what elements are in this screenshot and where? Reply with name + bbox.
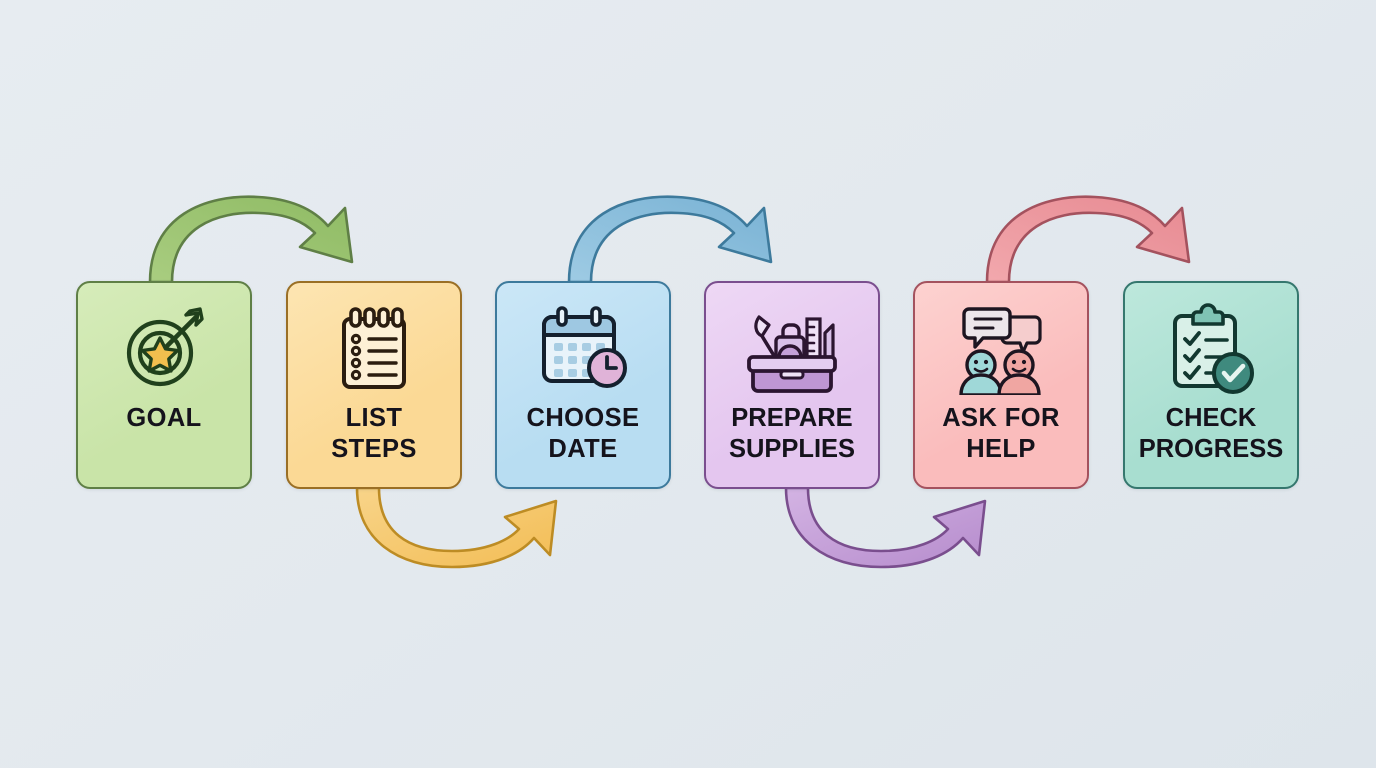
step-card-prepare-supplies[interactable]: PREPARE SUPPLIES: [704, 281, 880, 489]
step-card-goal[interactable]: GOAL: [76, 281, 252, 489]
calendar-clock-icon: [534, 301, 632, 397]
target-star-arrow-icon: [115, 301, 213, 397]
step-card-label: PREPARE SUPPLIES: [728, 404, 856, 463]
step-card-label: GOAL: [126, 404, 202, 432]
spiral-notepad-checklist-icon: [325, 301, 423, 397]
clipboard-checklist-check-icon: [1162, 301, 1260, 397]
step-card-label: CHECK PROGRESS: [1138, 404, 1284, 463]
supplies-toolbox-icon: [743, 301, 841, 397]
step-card-label: LIST STEPS: [331, 404, 417, 463]
step-card-label: CHOOSE DATE: [526, 404, 640, 463]
step-card-ask-for-help[interactable]: ASK FOR HELP: [913, 281, 1089, 489]
step-card-label: ASK FOR HELP: [942, 404, 1060, 463]
step-card-check-progress[interactable]: CHECK PROGRESS: [1123, 281, 1299, 489]
step-card-list-steps[interactable]: LIST STEPS: [286, 281, 462, 489]
step-card-choose-date[interactable]: CHOOSE DATE: [495, 281, 671, 489]
two-people-speech-bubbles-icon: [952, 301, 1050, 397]
